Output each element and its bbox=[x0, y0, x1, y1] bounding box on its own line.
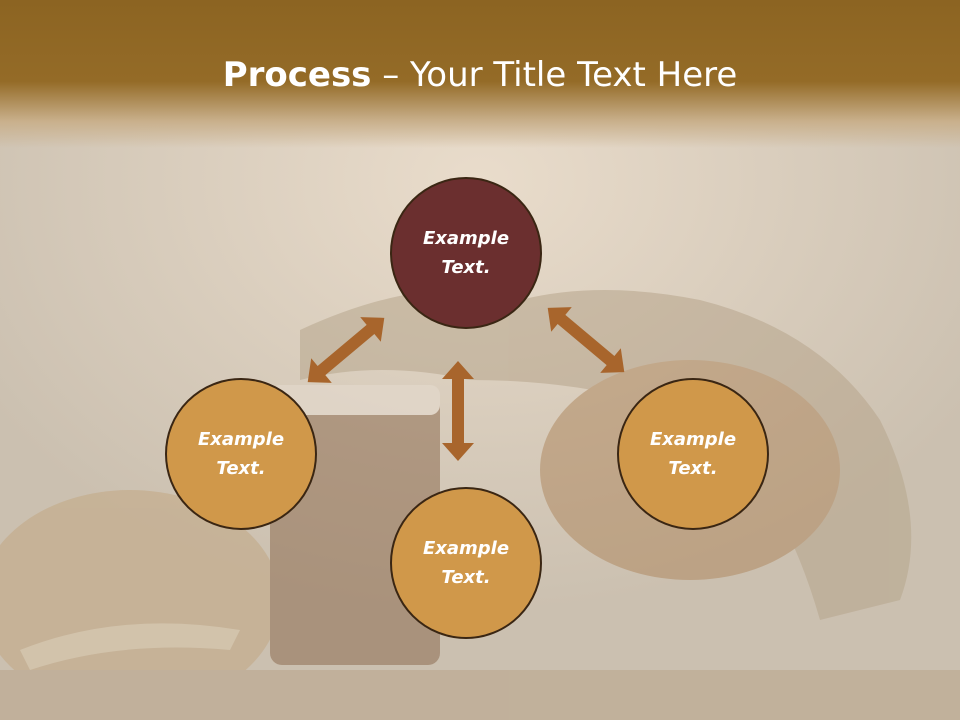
step-label-line1: Example bbox=[649, 429, 737, 450]
process-step-right: Example Text. bbox=[617, 378, 769, 530]
step-label-line1: Example bbox=[197, 429, 285, 450]
process-step-top: Example Text. bbox=[390, 177, 542, 329]
arrow-top-right bbox=[547, 307, 625, 373]
step-label-line2: Text. bbox=[668, 458, 718, 479]
step-label-line1: Example bbox=[422, 538, 510, 559]
process-step-bottom: Example Text. bbox=[390, 487, 542, 639]
step-label-line2: Text. bbox=[441, 257, 491, 278]
step-label-line2: Text. bbox=[441, 567, 491, 588]
title-rest: – Your Title Text Here bbox=[371, 55, 738, 95]
title-bar: Process – Your Title Text Here bbox=[0, 0, 960, 148]
arrow-vertical bbox=[442, 361, 474, 461]
slide-title: Process – Your Title Text Here bbox=[0, 52, 960, 98]
arrow-top-left bbox=[307, 317, 385, 383]
title-bold: Process bbox=[222, 55, 372, 95]
step-label-line1: Example bbox=[422, 228, 510, 249]
step-label-line2: Text. bbox=[216, 458, 266, 479]
process-step-left: Example Text. bbox=[165, 378, 317, 530]
